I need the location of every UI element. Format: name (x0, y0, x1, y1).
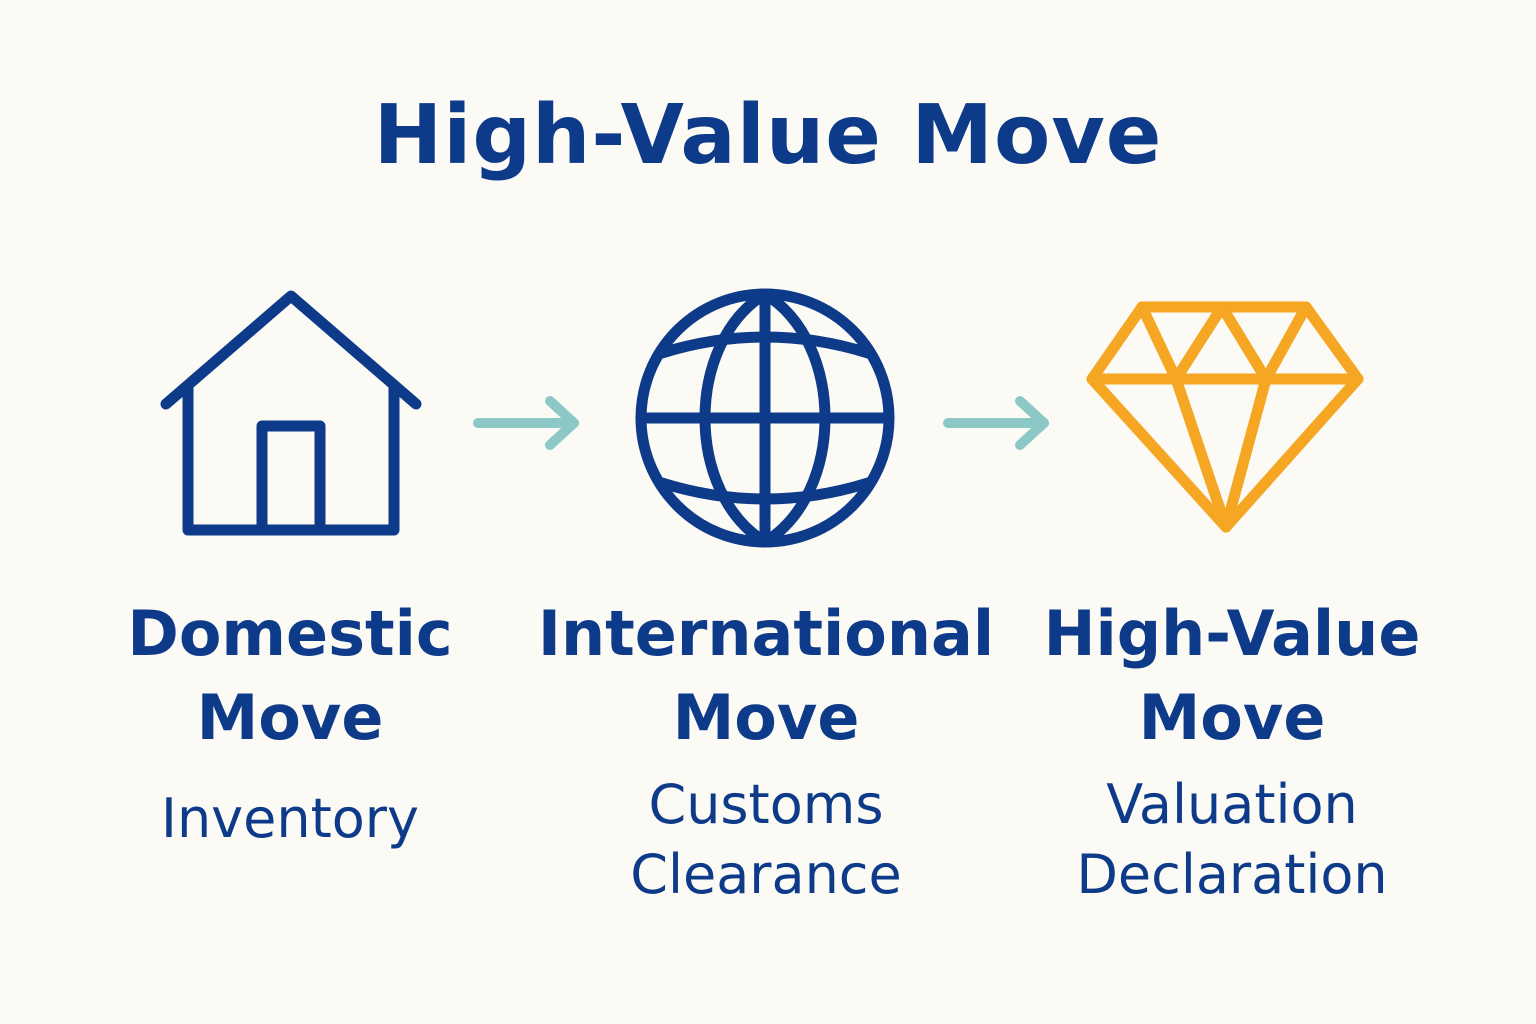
arrow-right-icon (943, 396, 1049, 450)
step-domestic: Domestic Move Inventory (30, 592, 550, 854)
diamond-icon (1086, 301, 1364, 533)
step-detail: Customs Clearance (630, 773, 902, 906)
step-name: International Move (537, 597, 995, 754)
globe-icon (635, 288, 895, 548)
house-icon (160, 290, 422, 536)
step-detail: Inventory (161, 787, 419, 850)
diagram-title: High-Value Move (373, 88, 1163, 183)
step-name: Domestic Move (127, 597, 453, 754)
step-high-value: High-Value Move Valuation Declaration (972, 592, 1492, 910)
step-name: High-Value Move (1043, 597, 1421, 754)
step-international: International Move Customs Clearance (506, 592, 1026, 910)
arrow-right-icon (473, 396, 579, 450)
step-detail: Valuation Declaration (1076, 773, 1388, 906)
